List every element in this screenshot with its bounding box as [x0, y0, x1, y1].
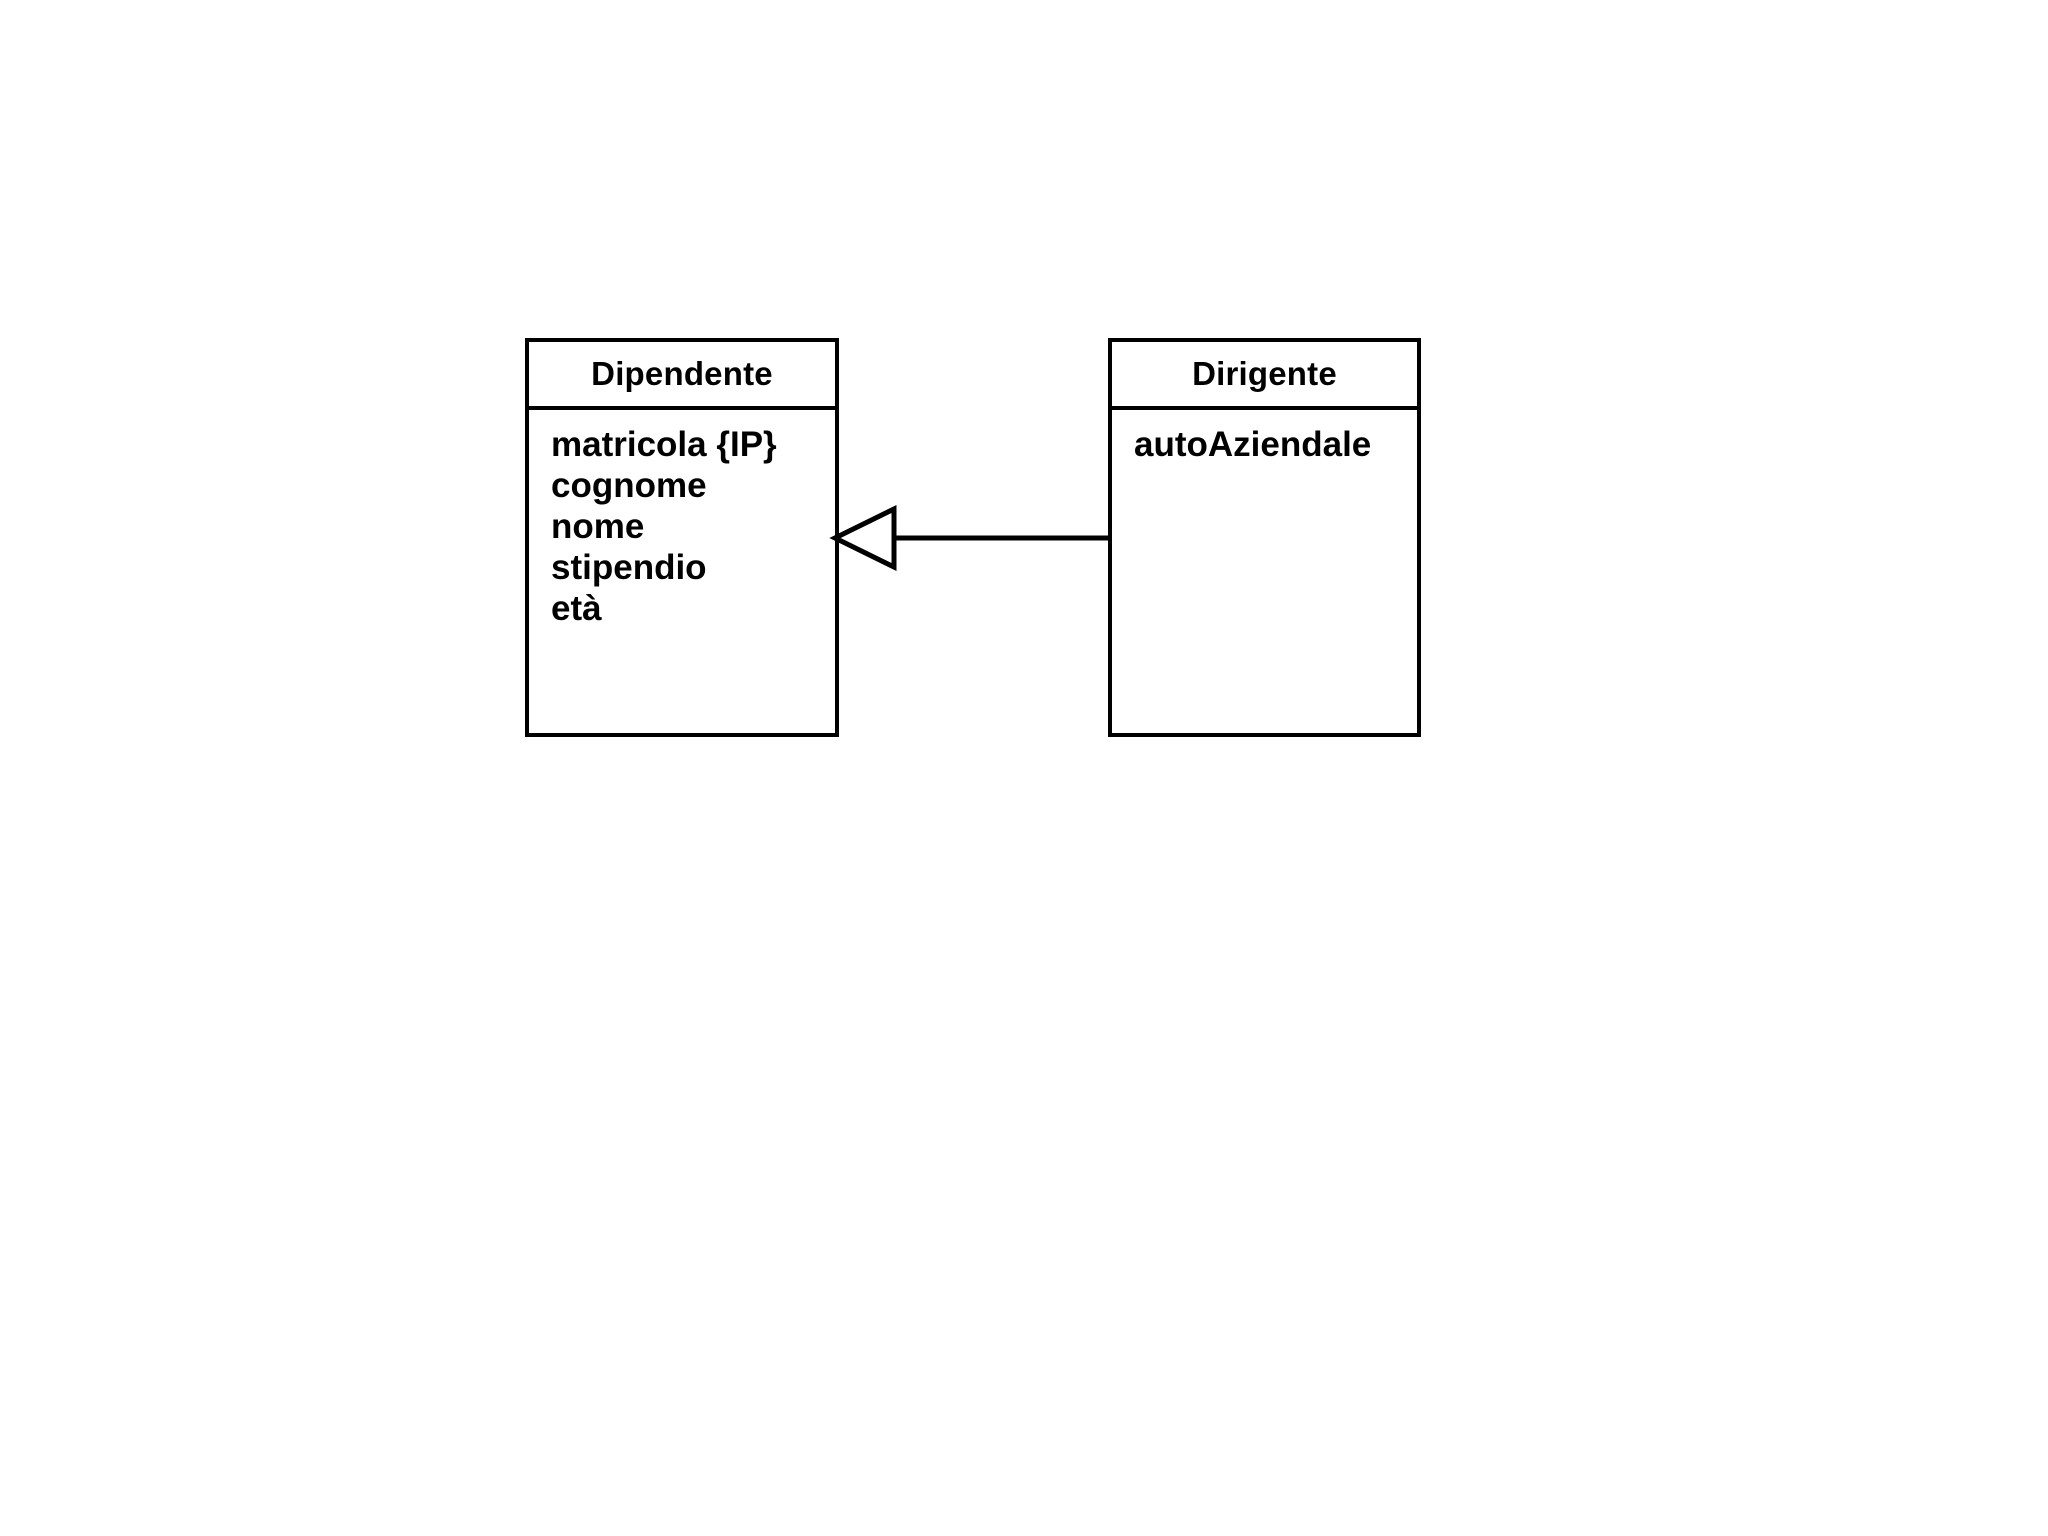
uml-attribute: nome: [551, 507, 645, 546]
hollow-triangle-arrow-icon: [829, 504, 897, 572]
uml-attribute: autoAziendale: [1134, 425, 1372, 464]
uml-class-name-dipendente: Dipendente: [529, 342, 835, 410]
uml-class-name-dirigente: Dirigente: [1112, 342, 1417, 410]
uml-attributes-dipendente: matricola {IP} cognome nome stipendio et…: [529, 410, 835, 629]
uml-attribute: età: [551, 589, 602, 628]
uml-class-dipendente[interactable]: Dipendente matricola {IP} cognome nome s…: [525, 338, 839, 737]
uml-attributes-dirigente: autoAziendale: [1112, 410, 1417, 465]
uml-attribute: stipendio: [551, 548, 707, 587]
uml-attribute: cognome: [551, 466, 707, 505]
uml-class-dirigente[interactable]: Dirigente autoAziendale: [1108, 338, 1421, 737]
generalization-connector[interactable]: [829, 498, 1115, 578]
uml-attribute: matricola {IP}: [551, 425, 777, 464]
